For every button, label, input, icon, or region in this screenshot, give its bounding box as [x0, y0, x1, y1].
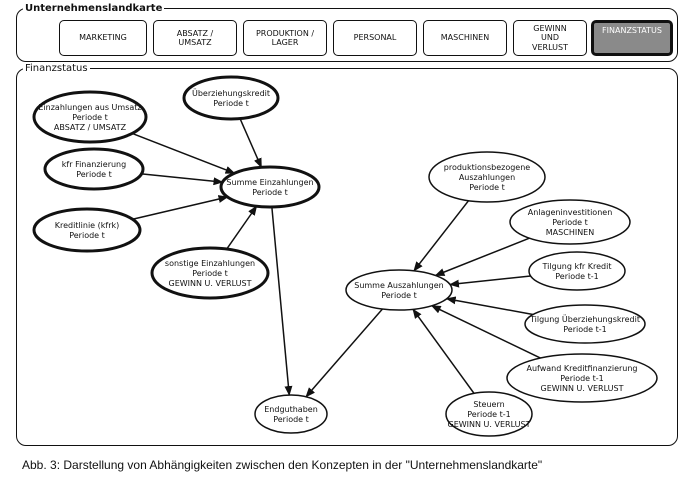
node-kfr-finanzierung-label-0: kfr Finanzierung	[62, 160, 126, 169]
node-steuern-label-0: Steuern	[473, 400, 504, 409]
tab-absatz-umsatz[interactable]: ABSATZ / UMSATZ	[153, 20, 237, 56]
finanzstatus-panel-title: Finanzstatus	[23, 63, 90, 74]
node-endguthaben-label-0: Endguthaben	[264, 405, 318, 414]
node-tilgung-kfr-kredit-label-1: Periode t-1	[555, 272, 599, 281]
edge-kfr-finanzierung-to-summe-einzahlungen	[141, 173, 224, 186]
node-tilgung-kfr-kredit-label-0: Tilgung kfr Kredit	[542, 262, 612, 271]
node-anlageninvestitionen-label-1: Periode t	[552, 218, 588, 227]
node-einzahlungen-umsatz-label-1: Periode t	[72, 113, 108, 122]
node-kfr-finanzierung-label-1: Periode t	[76, 170, 112, 179]
node-anlageninvestitionen-label-2: MASCHINEN	[546, 228, 594, 237]
tab-personal[interactable]: PERSONAL	[333, 20, 417, 56]
edge-tilgung-ueberziehungskredit-to-summe-auszahlungen	[445, 296, 534, 316]
navigation-panel-title: Unternehmenslandkarte	[23, 3, 165, 14]
node-sonstige-einzahlungen-label-1: Periode t	[192, 269, 228, 278]
node-aufwand-kreditfinanzierung-label-0: Aufwand Kreditfinanzierung	[526, 364, 637, 373]
node-summe-auszahlungen-label-1: Periode t	[381, 291, 417, 300]
node-summe-einzahlungen-shape	[219, 165, 321, 209]
edge-tilgung-kfr-kredit-to-summe-auszahlungen	[449, 275, 531, 288]
edge-summe-auszahlungen-to-endguthaben	[305, 308, 384, 398]
node-endguthaben-label-1: Periode t	[273, 415, 309, 424]
node-sonstige-einzahlungen-shape	[150, 246, 270, 300]
edge-summe-einzahlungen-to-endguthaben	[271, 206, 293, 397]
node-steuern-label-2: GEWINN U. VERLUST	[448, 420, 531, 429]
node-sonstige-einzahlungen-label-2: GEWINN U. VERLUST	[169, 279, 252, 288]
node-ueberziehungskredit-label-1: Periode t	[213, 99, 249, 108]
node-anlageninvestitionen-shape	[509, 199, 631, 245]
node-endguthaben-shape	[254, 394, 328, 434]
tab-maschinen[interactable]: MASCHINEN	[423, 20, 507, 56]
edge-ueberziehungskredit-to-summe-einzahlungen	[239, 118, 263, 169]
node-summe-auszahlungen-shape	[345, 269, 453, 311]
tab-marketing[interactable]: MARKETING	[59, 20, 147, 56]
node-produktionsbezogene-auszahlungen-label-1: Auszahlungen	[459, 173, 515, 182]
node-einzahlungen-umsatz-shape	[32, 90, 148, 144]
edge-sonstige-einzahlungen-to-summe-einzahlungen	[226, 205, 258, 250]
tab-produktion-lager[interactable]: PRODUKTION / LAGER	[243, 20, 327, 56]
node-summe-auszahlungen-label-0: Summe Auszahlungen	[354, 281, 444, 290]
node-anlageninvestitionen-label-0: Anlageninvestitionen	[528, 208, 613, 217]
node-kreditlinie: Kreditlinie (kfrk)Periode t	[32, 207, 142, 253]
node-tilgung-ueberziehungskredit-label-0: Tilgung Überziehungskredit	[529, 314, 640, 324]
node-steuern-label-1: Periode t-1	[467, 410, 511, 419]
node-tilgung-ueberziehungskredit-shape	[524, 304, 646, 344]
node-summe-einzahlungen-label-0: Summe Einzahlungen	[226, 178, 313, 187]
figure-caption: Abb. 3: Darstellung von Abhängigkeiten z…	[22, 458, 543, 472]
node-summe-einzahlungen-label-1: Periode t	[252, 188, 288, 197]
node-produktionsbezogene-auszahlungen-label-2: Periode t	[469, 183, 505, 192]
edge-aufwand-kreditfinanzierung-to-summe-auszahlungen	[430, 305, 541, 359]
node-aufwand-kreditfinanzierung-shape	[506, 353, 658, 403]
node-tilgung-kfr-kredit-shape	[528, 251, 626, 291]
edge-anlageninvestitionen-to-summe-auszahlungen	[434, 237, 530, 277]
edge-kreditlinie-to-summe-einzahlungen	[132, 195, 229, 221]
node-aufwand-kreditfinanzierung-label-1: Periode t-1	[560, 374, 604, 383]
node-produktionsbezogene-auszahlungen-shape	[428, 151, 546, 203]
tab-gewinn-und-verlust[interactable]: GEWINN UND VERLUST	[513, 20, 587, 56]
node-kfr-finanzierung-shape	[43, 147, 145, 191]
node-tilgung-ueberziehungskredit-label-1: Periode t-1	[563, 325, 607, 334]
edge-steuern-to-summe-auszahlungen	[412, 308, 475, 394]
node-kreditlinie-shape	[32, 207, 142, 253]
node-kreditlinie-label-0: Kreditlinie (kfrk)	[55, 221, 120, 230]
node-kreditlinie-label-1: Periode t	[69, 231, 105, 240]
edge-einzahlungen-umsatz-to-summe-einzahlungen	[131, 132, 236, 174]
navigation-panel: Unternehmenslandkarte MARKETING ABSATZ /…	[16, 3, 678, 62]
node-sonstige-einzahlungen-label-0: sonstige Einzahlungen	[165, 259, 255, 268]
node-steuern-shape	[445, 391, 533, 437]
node-einzahlungen-umsatz-label-2: ABSATZ / UMSATZ	[54, 123, 127, 132]
node-produktionsbezogene-auszahlungen-label-0: produktionsbezogene	[444, 163, 531, 172]
tab-finanzstatus[interactable]: FINANZSTATUS	[591, 20, 673, 56]
edge-produktionsbezogene-auszahlungen-to-summe-auszahlungen	[413, 200, 470, 272]
node-ueberziehungskredit-label-0: Überziehungskredit	[192, 88, 270, 98]
node-einzahlungen-umsatz-label-0: Einzahlungen aus Umsatz	[38, 103, 141, 112]
node-ueberziehungskredit-shape	[182, 75, 280, 121]
node-aufwand-kreditfinanzierung-label-2: GEWINN U. VERLUST	[541, 384, 624, 393]
